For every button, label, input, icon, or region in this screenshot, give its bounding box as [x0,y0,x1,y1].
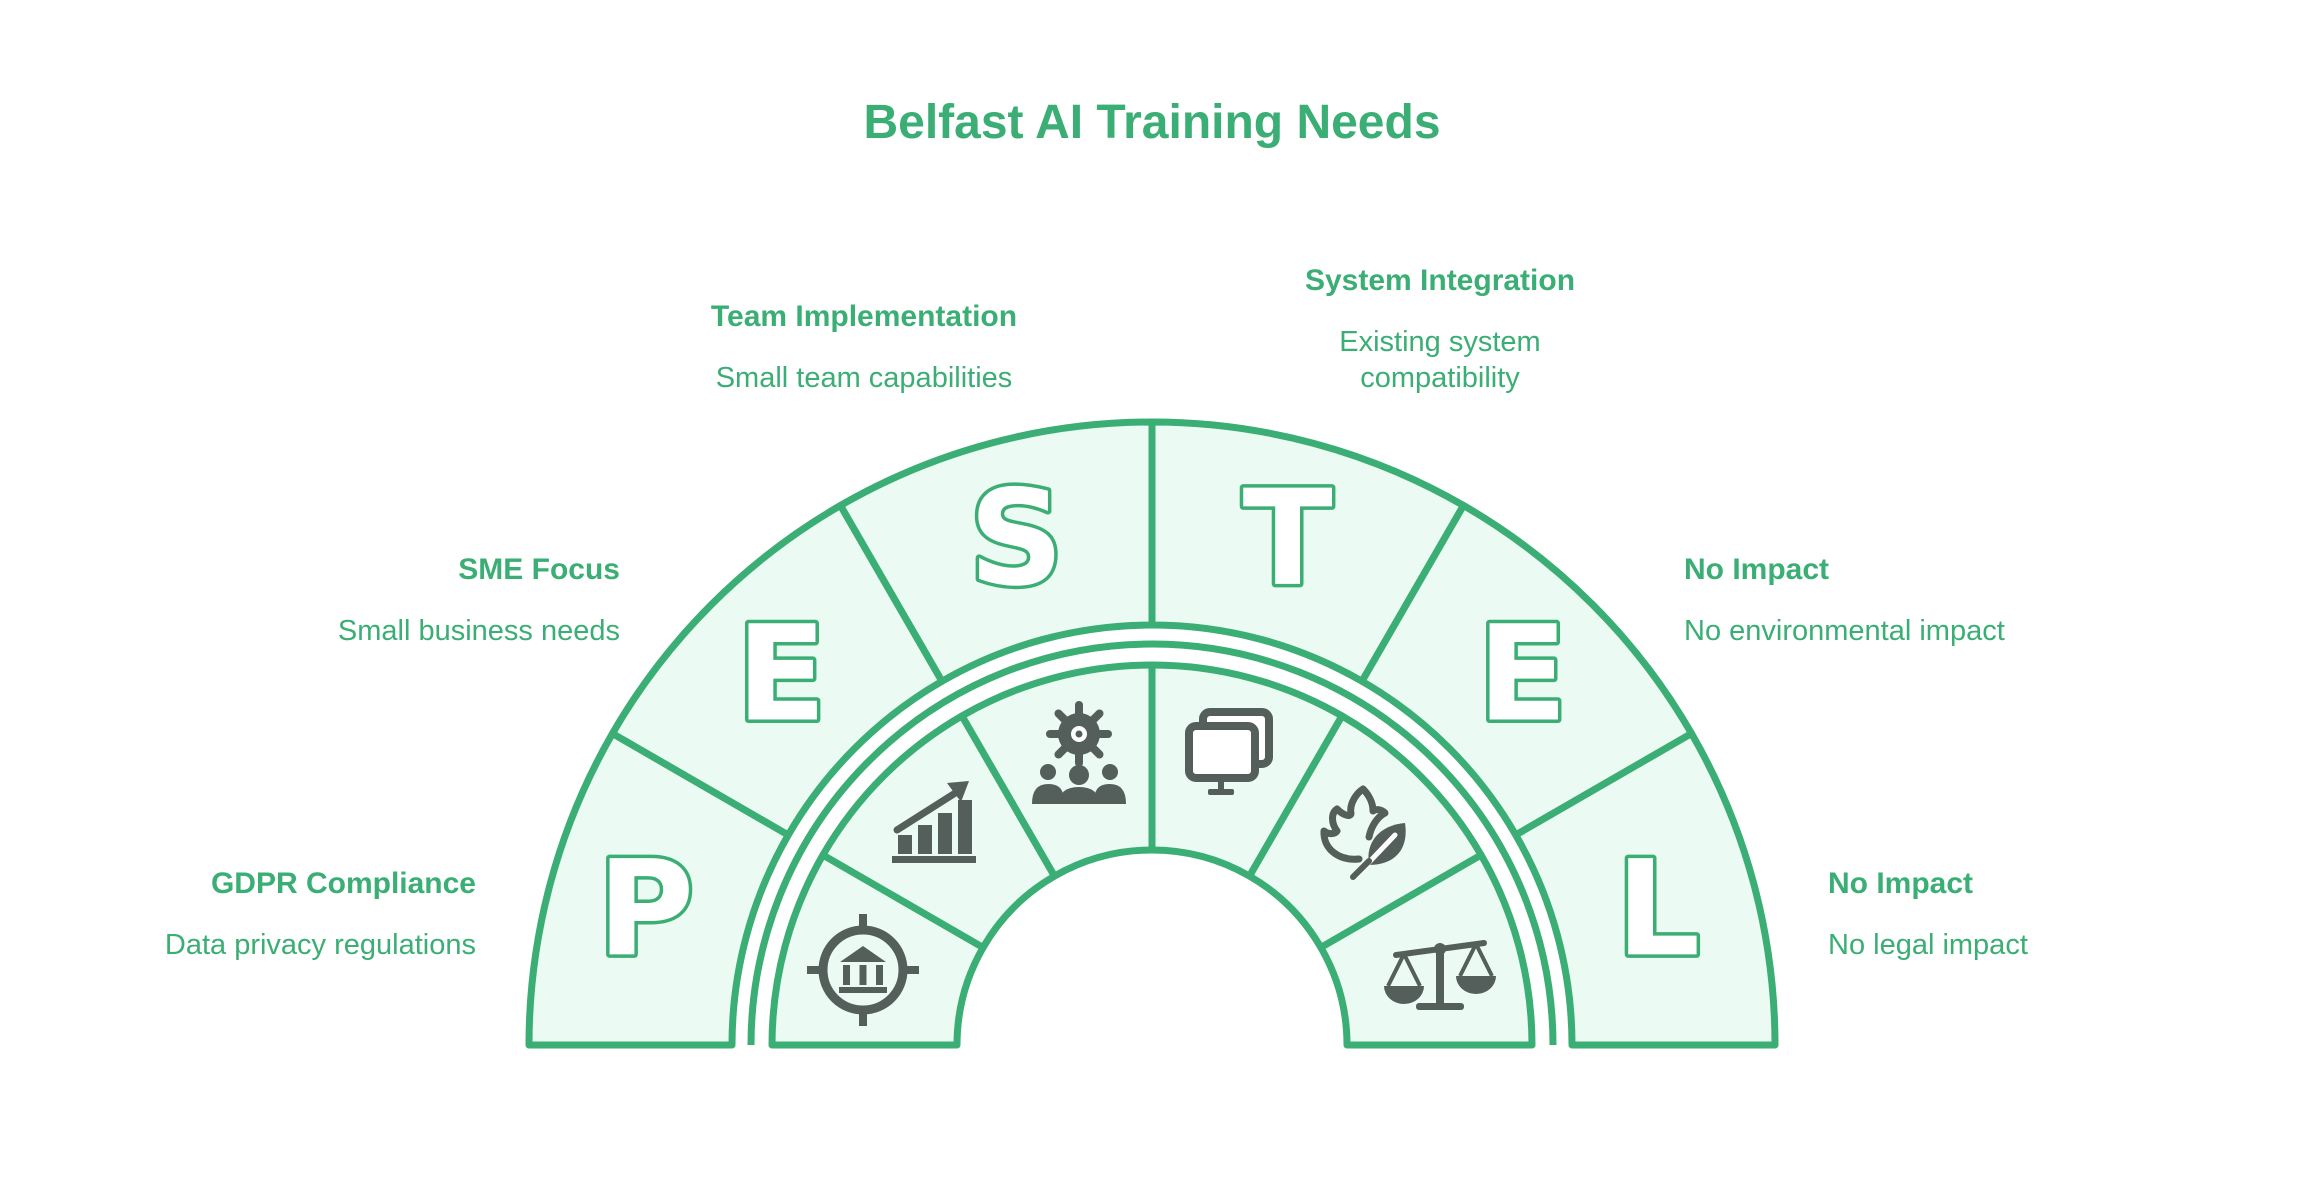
team-gear-icon [1032,701,1126,804]
segment-letter: T [1243,462,1333,616]
bank-target-icon [807,914,919,1026]
segment-letter: P [597,832,694,986]
outer-segment-5 [1512,730,1779,1049]
label-political: GDPR Compliance Data privacy regulations [120,865,476,963]
leaf-icon [1320,785,1406,880]
label-heading: System Integration [1304,264,1576,297]
label-heading: Team Implementation [710,300,1018,333]
segment-letter: E [1477,597,1567,751]
label-economic: SME Focus Small business needs [260,551,620,649]
label-description: Existing system compatibility [1339,325,1541,394]
label-description: No legal impact [1828,928,2028,961]
label-heading: No Impact [1684,553,1830,586]
diagram-title: Belfast AI Training Needs [863,96,1441,149]
label-description: Small business needs [337,614,620,647]
label-social: Team Implementation Small team capabilit… [664,298,1064,396]
label-technological: System Integration Existing system compa… [1250,262,1630,396]
growth-chart-icon [892,781,976,863]
label-description: Data privacy regulations [164,928,476,961]
label-heading: GDPR Compliance [210,867,476,900]
label-description: No environmental impact [1684,614,2005,647]
segment-letter: S [969,462,1064,616]
segment-letter: E [736,597,826,751]
label-environmental: No Impact No environmental impact [1684,551,2104,649]
label-heading: SME Focus [458,553,620,586]
inner-ring-border [747,640,1557,1046]
monitors-icon [1185,708,1273,795]
segment-letter: L [1616,832,1700,986]
scales-icon [1384,940,1496,1010]
label-heading: No Impact [1828,867,1974,900]
label-legal: No Impact No legal impact [1828,865,2228,963]
label-description: Small team capabilities [715,361,1013,394]
